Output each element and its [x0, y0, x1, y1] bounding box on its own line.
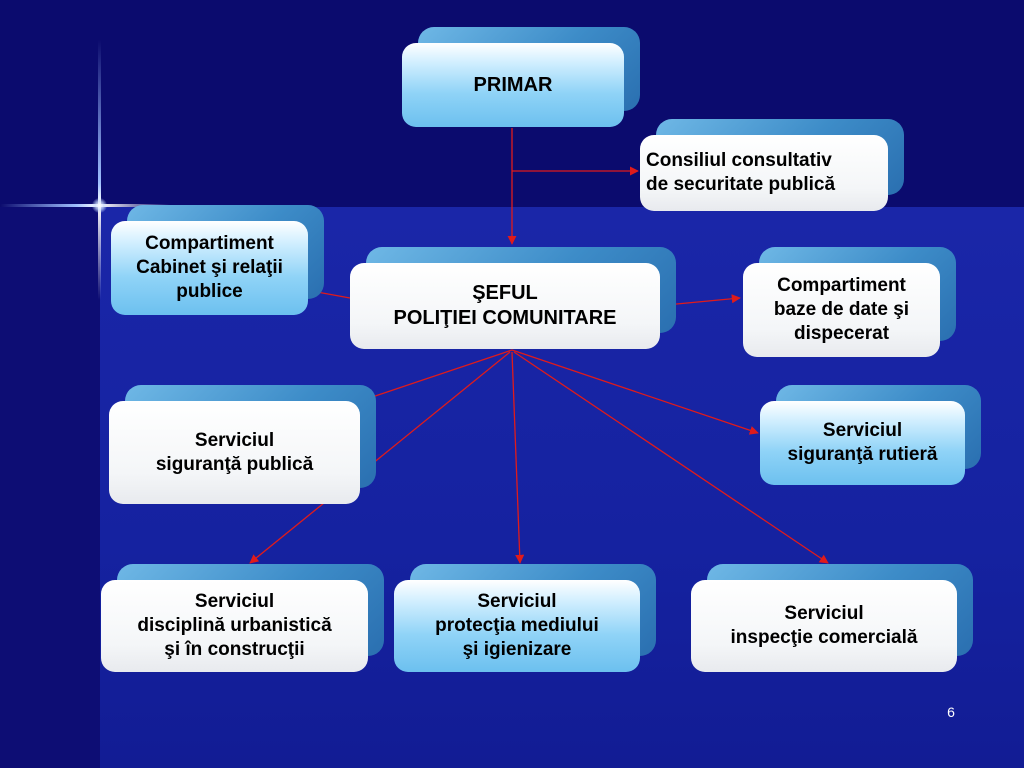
sparkle-horizontal-ray [0, 204, 170, 207]
connector-to-protectia [511, 351, 525, 564]
box-seful-politiei: ŞEFUL POLIŢIEI COMUNITARE [350, 247, 676, 349]
box-cabinet-label: Compartiment Cabinet şi relaţii publice [111, 221, 308, 315]
background-left-band [0, 207, 100, 768]
box-serviciul-siguranta-rutiera: Serviciul siguranţă rutieră [760, 385, 981, 485]
box-protectia-label: Serviciul protecţia mediului şi igieniza… [394, 580, 640, 672]
sparkle-vertical-ray [98, 40, 101, 300]
sparkle-icon [92, 198, 107, 213]
box-serviciul-siguranta-publica: Serviciul siguranţă publică [109, 385, 376, 504]
box-baze-date-label: Compartiment baze de date şi dispecerat [743, 263, 940, 357]
connector-to-siguranta-rutiera [511, 349, 759, 435]
box-siguranta-publica-label: Serviciul siguranţă publică [109, 401, 360, 504]
box-serviciul-inspectie-comerciala: Serviciul inspecţie comercială [691, 564, 973, 672]
box-primar: PRIMAR [402, 27, 640, 127]
box-serviciul-disciplina-urbanistica: Serviciul disciplină urbanistică şi în c… [101, 564, 384, 672]
box-serviciul-protectia-mediului: Serviciul protecţia mediului şi igieniza… [394, 564, 656, 672]
box-siguranta-rutiera-label: Serviciul siguranţă rutieră [760, 401, 965, 485]
box-seful-label: ŞEFUL POLIŢIEI COMUNITARE [350, 263, 660, 349]
connector-to-baze-date [665, 294, 741, 306]
box-primar-label: PRIMAR [402, 43, 624, 127]
box-disciplina-label: Serviciul disciplină urbanistică şi în c… [101, 580, 368, 672]
box-inspectie-label: Serviciul inspecţie comercială [691, 580, 957, 672]
connector-to-inspectie [513, 351, 829, 564]
box-compartiment-baze-date: Compartiment baze de date şi dispecerat [743, 247, 956, 357]
connector-to-disciplina [249, 351, 511, 564]
box-consiliul-consultativ: Consiliul consultativ de securitate publ… [640, 119, 904, 211]
page-number: 6 [947, 704, 955, 720]
box-compartiment-cabinet: Compartiment Cabinet şi relaţii publice [111, 205, 324, 315]
box-consiliul-label: Consiliul consultativ de securitate publ… [640, 135, 888, 211]
